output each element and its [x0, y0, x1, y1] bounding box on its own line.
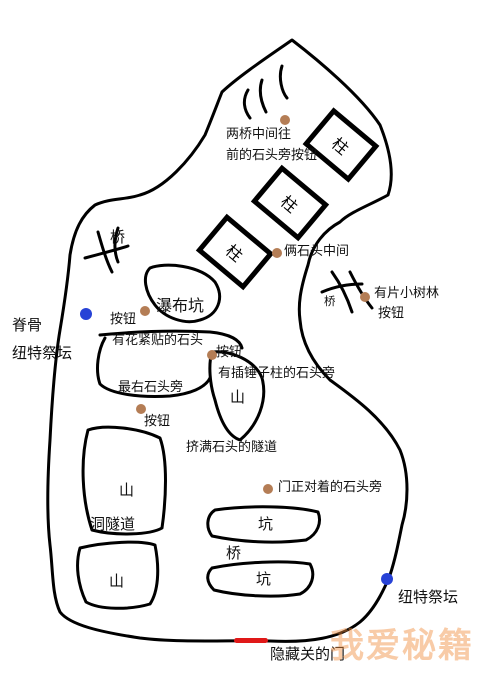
hidden-door-marker — [234, 638, 268, 643]
top-lines — [242, 64, 289, 120]
pit-lower-text: 坑 — [256, 570, 272, 588]
small-grove-text: 有片小树林 — [374, 286, 440, 301]
bridge-right-shape — [320, 270, 374, 314]
button-grove-text: 按钮 — [378, 306, 405, 321]
between-pillars-text: 俩石头中间 — [284, 244, 350, 259]
inner-wall-mid — [96, 329, 244, 398]
cave-tunnel-text: 洞隧道 — [90, 515, 136, 533]
pillar-mid-label: 柱 — [276, 191, 302, 217]
mountain-lower-shape — [76, 540, 160, 610]
pillar-top-label: 柱 — [327, 133, 353, 159]
cave-outline — [46, 38, 409, 643]
altar-left-text: 纽特祭坛 — [12, 344, 73, 362]
altar-marker-left — [80, 308, 92, 320]
bridge-left-shape — [83, 226, 130, 274]
pillar-low-label: 柱 — [221, 240, 247, 266]
mountain-mid-shape — [208, 350, 266, 442]
bridge-bottom-text: 桥 — [226, 544, 242, 562]
button-left-text: 按钮 — [110, 312, 137, 327]
flower-rock-text: 有花紧贴的石头 — [112, 333, 204, 348]
mountain-upper-text: 山 — [119, 481, 135, 499]
button-center-text: 按钮 — [216, 345, 243, 360]
rightmost-rock-text: 最右石头旁 — [118, 380, 184, 395]
altar-marker-right — [381, 573, 393, 585]
mountain-lower-text: 山 — [109, 572, 125, 590]
button-marker-top — [280, 115, 290, 125]
pit-upper-text: 坑 — [258, 515, 274, 533]
button-marker-waterfall — [140, 306, 150, 316]
door-facing-rock-text: 门正对着的石头旁 — [278, 480, 383, 495]
mountain-upper-shape — [81, 425, 167, 536]
tunnel-crowded-text: 挤满石头的隧道 — [186, 440, 278, 455]
pillar-top-button-text-2: 前的石头旁按钮 — [226, 148, 318, 163]
altar-right-text: 纽特祭坛 — [398, 588, 459, 606]
button-rightmost-text: 按钮 — [144, 414, 171, 429]
watermark: 我爱秘籍 — [330, 626, 474, 666]
bridge-right-text: 桥 — [324, 294, 336, 308]
pit-lower-shape — [206, 560, 315, 598]
spine-text: 脊骨 — [12, 316, 43, 334]
hidden-door-text: 隐藏关的门 — [270, 645, 346, 663]
hammer-pillar-rock-text: 有插锤子柱的石头旁 — [218, 366, 336, 381]
button-marker-center — [207, 350, 217, 360]
bridge-left-text: 桥 — [110, 228, 126, 246]
button-marker-door — [263, 484, 273, 494]
button-marker-grove — [360, 292, 370, 302]
button-marker-rightmost — [136, 404, 146, 414]
inner-island — [143, 263, 221, 324]
button-marker-between — [272, 248, 282, 258]
pit-upper-shape — [206, 505, 321, 544]
mountain-mid-text: 山 — [230, 388, 246, 406]
pillar-top-button-text-1: 两桥中间往 — [226, 127, 292, 142]
waterfall-pit-text: 瀑布坑 — [156, 296, 205, 315]
